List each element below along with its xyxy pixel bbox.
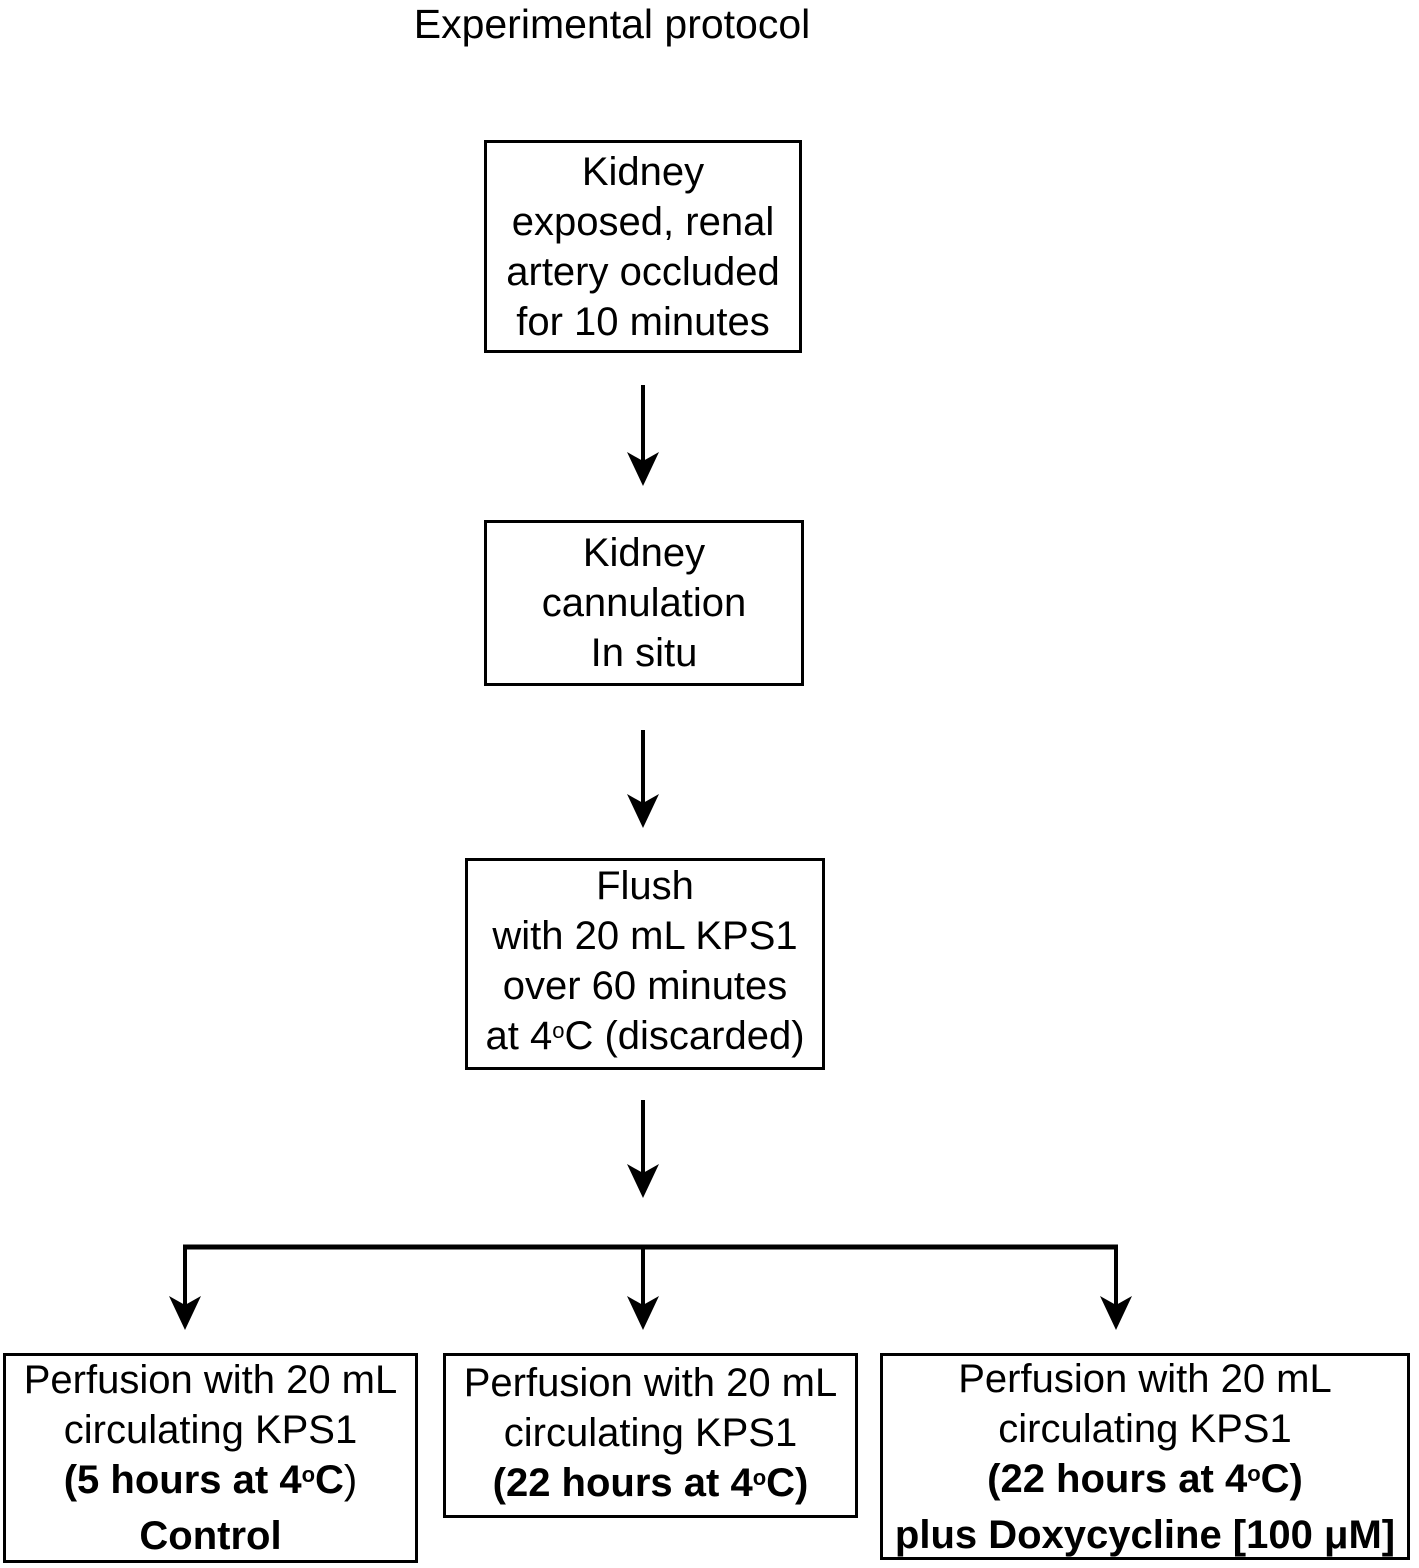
- text-segment: at 4: [485, 1014, 553, 1058]
- arrow-step3-to-branch: [627, 1100, 659, 1198]
- text-line: (5 hours at 4oC): [64, 1455, 358, 1511]
- arrow-step1-to-step2: [627, 385, 659, 486]
- text-segment: for 10 minutes: [516, 299, 770, 344]
- text-segment: Kidney: [581, 149, 705, 194]
- text-segment: artery occluded: [506, 249, 780, 294]
- text-segment: plus Doxycycline [100 μM]: [894, 1512, 1396, 1557]
- text-segment: C: [315, 1458, 344, 1502]
- text-line: plus Doxycycline [100 μM]: [895, 1510, 1395, 1560]
- diagram-title: Experimental protocol: [413, 1, 811, 47]
- text-line: (22 hours at 4oC): [493, 1458, 809, 1514]
- text-line: In situ: [591, 628, 698, 678]
- text-segment: (5 hours at 4: [63, 1458, 302, 1502]
- text-line: circulating KPS1: [504, 1408, 797, 1458]
- text-line: with 20 mL KPS1: [492, 911, 797, 961]
- text-segment: exposed, renal: [511, 199, 775, 244]
- text-line: Perfusion with 20 mL: [958, 1354, 1332, 1404]
- flow-box-kidney-cannulation: Kidney cannulation In situ: [484, 520, 804, 686]
- text-line: Perfusion with 20 mL: [24, 1355, 398, 1405]
- text-segment: with 20 mL KPS1: [492, 914, 798, 958]
- text-line: artery occluded: [506, 247, 779, 297]
- text-segment: over 60 minutes: [502, 964, 788, 1008]
- text-line: circulating KPS1: [998, 1404, 1291, 1454]
- superscript-o: o: [1247, 1460, 1261, 1486]
- text-segment: C (discarded): [564, 1014, 805, 1058]
- text-line: Kidney: [582, 147, 704, 197]
- text-segment: C): [766, 1460, 809, 1505]
- text-segment: Flush: [596, 864, 694, 908]
- text-line: Flush: [596, 861, 694, 911]
- text-segment: ): [343, 1458, 358, 1502]
- text-segment: C): [1260, 1456, 1303, 1501]
- superscript-o: o: [301, 1462, 316, 1487]
- text-segment: Control: [139, 1514, 282, 1558]
- branch-connector: [169, 1244, 1132, 1330]
- superscript-o: o: [552, 1018, 565, 1043]
- text-line: exposed, renal: [512, 197, 774, 247]
- text-segment: Perfusion with 20 mL: [23, 1358, 398, 1402]
- text-segment: cannulation: [541, 581, 747, 625]
- arrowhead-center: [627, 1296, 659, 1330]
- superscript-o: o: [752, 1464, 767, 1490]
- text-segment: In situ: [590, 631, 698, 675]
- arrowhead-left: [169, 1296, 201, 1330]
- text-line: over 60 minutes: [503, 961, 788, 1011]
- text-segment: Perfusion with 20 mL: [463, 1360, 838, 1405]
- flow-box-kidney-exposed: Kidney exposed, renal artery occluded for 1…: [484, 140, 802, 353]
- text-segment: (22 hours at 4: [492, 1460, 753, 1505]
- text-line: Kidney: [583, 528, 705, 578]
- arrowhead-right: [1100, 1296, 1132, 1330]
- text-segment: (22 hours at 4: [987, 1456, 1248, 1501]
- text-line: Perfusion with 20 mL: [464, 1358, 838, 1408]
- text-segment: Perfusion with 20 mL: [958, 1356, 1332, 1401]
- text-line: for 10 minutes: [516, 297, 769, 347]
- text-line: cannulation: [542, 578, 747, 628]
- text-segment: circulating KPS1: [998, 1406, 1292, 1451]
- text-line: Control: [139, 1511, 281, 1561]
- text-line: (22 hours at 4oC): [987, 1454, 1303, 1510]
- text-segment: circulating KPS1: [63, 1408, 358, 1452]
- text-line: circulating KPS1: [64, 1405, 357, 1455]
- text-line: at 4oC (discarded): [485, 1011, 804, 1067]
- text-segment: Kidney: [582, 531, 706, 575]
- arrow-step2-to-step3: [627, 730, 659, 828]
- text-segment: circulating KPS1: [503, 1410, 798, 1455]
